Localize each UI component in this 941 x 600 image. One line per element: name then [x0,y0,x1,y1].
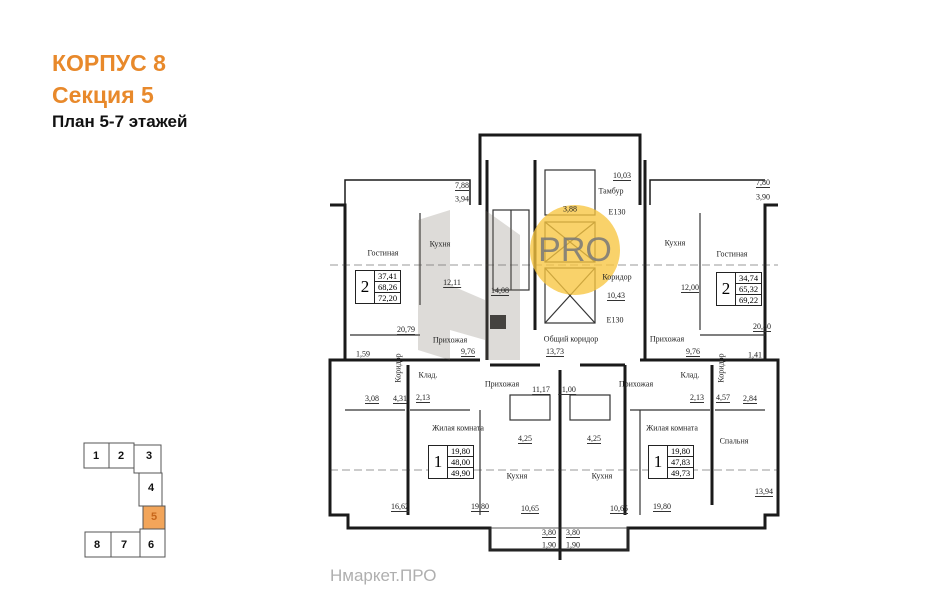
area-value: 1,90 [542,540,556,550]
watermark-text: Нмаркет.ПРО [330,566,437,585]
living-area: 37,41 [375,271,401,282]
area-value: 4,57 [716,393,730,403]
keyplan-label-8: 8 [93,539,101,551]
keyplan-label-2: 2 [117,450,125,462]
total-area: 68,26 [375,282,401,293]
area-value: 3,08 [365,394,379,404]
keyplan-section-8[interactable] [84,531,112,558]
room-label: Коридор [393,353,403,383]
room-label: Прихожая [649,334,685,344]
room-label: Клад. [418,370,438,380]
area-value: 7,88 [455,181,469,191]
area-value: 2,84 [743,394,757,404]
area-value: 10,65 [521,504,539,514]
room-label: Прихожая [484,379,520,389]
area-value: 3,80 [542,528,556,538]
room-count: 2 [356,271,375,303]
room-label: Коридор [716,353,726,383]
keyplan-section-2[interactable] [108,442,135,469]
room-label: Гостиная [367,248,399,258]
keyplan-section-1[interactable] [83,442,110,469]
area-value: 9,76 [686,347,700,357]
area-value: 13,94 [755,487,773,497]
area-value: 3,88 [563,204,577,214]
room-label: Коридор [602,272,632,282]
area-value: 11,17 [532,385,550,395]
section-title: Секция 5 [52,82,154,108]
room-label: Спальня [719,436,749,446]
area-value: 20,79 [397,325,415,335]
area-value: 19,80 [653,502,671,512]
room-count: 1 [429,446,448,478]
building-title: КОРПУС 8 [52,50,166,76]
area-value: 3,94 [455,194,469,204]
living-area: 19,80 [448,446,474,457]
room-label: Жилая комната [646,423,698,433]
total-area: 47,83 [668,457,694,468]
room-count: 1 [649,446,668,478]
room-count: 2 [717,273,736,305]
living-area: 19,80 [668,446,694,457]
total-area: 65,32 [736,284,762,295]
total-area-balcony: 69,22 [739,295,759,305]
area-value: 1,59 [356,349,370,359]
area-value: 4,25 [518,434,532,444]
keyplan-label-1: 1 [92,450,100,462]
room-label: Кухня [506,471,528,481]
area-value: 7,80 [756,178,770,188]
area-value: 19,80 [471,502,489,512]
total-area: 48,00 [448,457,474,468]
keyplan-label-5-selected: 5 [150,511,158,523]
keyplan-label-4: 4 [147,482,155,494]
living-area: 34,74 [736,273,762,284]
room-label: Клад. [680,370,700,380]
room-label: Гостиная [716,249,748,259]
keyplan-label-3: 3 [145,450,153,462]
area-value: 12,00 [681,283,699,293]
area-value: 1,41 [748,350,762,360]
keyplan-label-6: 6 [147,539,155,551]
keyplan-section-3[interactable] [133,444,162,474]
keyplan-section-7[interactable] [110,531,141,558]
fire-door-label: Е130 [606,315,624,325]
area-value: 9,76 [461,347,475,357]
area-value: 20,80 [753,322,771,332]
area-value: 1,90 [566,540,580,550]
room-label: Кухня [591,471,613,481]
area-value: 16,62 [391,502,409,512]
plan-title: План 5-7 этажей [52,112,188,131]
total-area-balcony: 49,73 [671,468,691,478]
room-label: Жилая комната [432,423,484,433]
room-label: Прихожая [432,335,468,345]
room-label: Кухня [429,239,451,249]
area-value: 2,13 [416,393,430,403]
area-value: 3,90 [756,192,770,202]
area-value: 11,00 [558,385,576,395]
area-value: 14,08 [491,286,509,296]
total-area-balcony: 49,90 [451,468,471,478]
room-label: Тамбур [598,186,624,196]
area-value: 10,65 [610,504,628,514]
keyplan-label-7: 7 [120,539,128,551]
fire-door-label: Е130 [608,207,626,217]
area-value: 10,03 [613,171,631,181]
pro-watermark-badge: PRO [530,205,620,295]
area-value: 4,31 [393,394,407,404]
area-value: 10,43 [607,291,625,301]
room-label: Прихожая [618,379,654,389]
area-value: 13,73 [546,347,564,357]
area-value: 3,80 [566,528,580,538]
room-label: Общий коридор [543,334,599,344]
room-label: Кухня [664,238,686,248]
area-value: 12,11 [443,278,461,288]
area-value: 4,25 [587,434,601,444]
total-area-balcony: 72,20 [378,293,398,303]
area-value: 2,13 [690,393,704,403]
